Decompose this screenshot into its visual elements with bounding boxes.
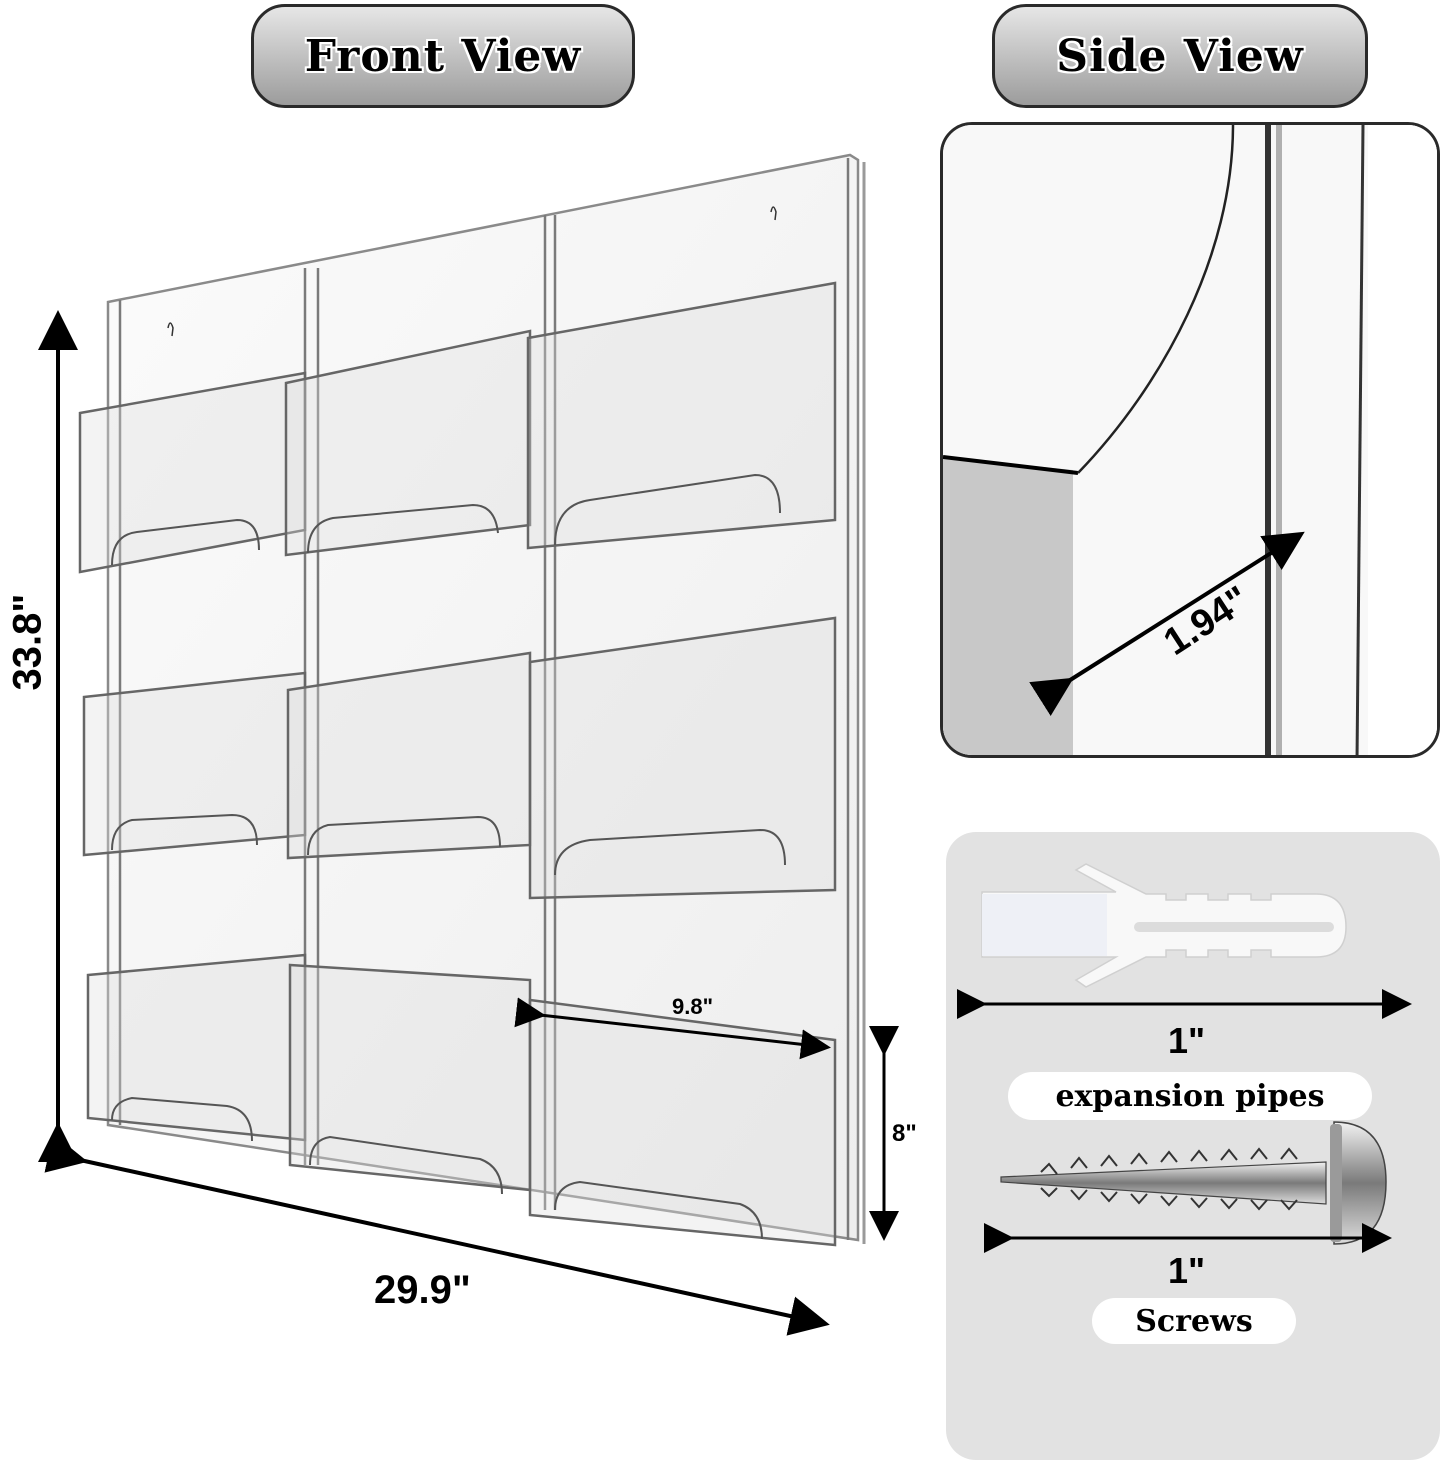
anchor-label-pill: expansion pipes <box>1008 1072 1372 1120</box>
anchor-label: expansion pipes <box>1055 1078 1325 1114</box>
front-view-drawing <box>38 153 899 1336</box>
pocket-height-label: 8" <box>892 1120 917 1147</box>
screw-label-pill: Screws <box>1092 1298 1296 1344</box>
anchor-length-label: 1" <box>1168 1020 1206 1061</box>
side-view-drawing <box>943 125 1437 755</box>
pocket-row-1 <box>78 281 837 574</box>
height-dimension-label: 33.8" <box>5 593 50 691</box>
wall-anchor-icon <box>981 863 1347 988</box>
screw-icon <box>1000 1121 1387 1245</box>
side-view-title: Side View <box>1056 30 1304 82</box>
hardware-drawing <box>957 863 1412 1253</box>
side-view-title-badge: Side View <box>992 4 1368 108</box>
front-view-title-badge: Front View <box>251 4 635 108</box>
hardware-panel: 1" expansion pipes 1" Screws <box>946 832 1440 1460</box>
width-dimension-arrow <box>44 1133 830 1336</box>
pocket-width-label: 9.8" <box>672 994 714 1019</box>
back-panel <box>106 153 860 1242</box>
screw-length-label: 1" <box>1168 1250 1206 1291</box>
width-dimension-label: 29.9" <box>374 1268 471 1312</box>
depth-dimension-arrow <box>1029 531 1305 717</box>
front-view-title: Front View <box>304 30 582 82</box>
pocket-width-arrow <box>514 997 831 1060</box>
side-view-panel: 1.94" <box>940 122 1440 758</box>
pocket-row-2 <box>82 616 837 900</box>
screw-label: Screws <box>1135 1303 1253 1339</box>
